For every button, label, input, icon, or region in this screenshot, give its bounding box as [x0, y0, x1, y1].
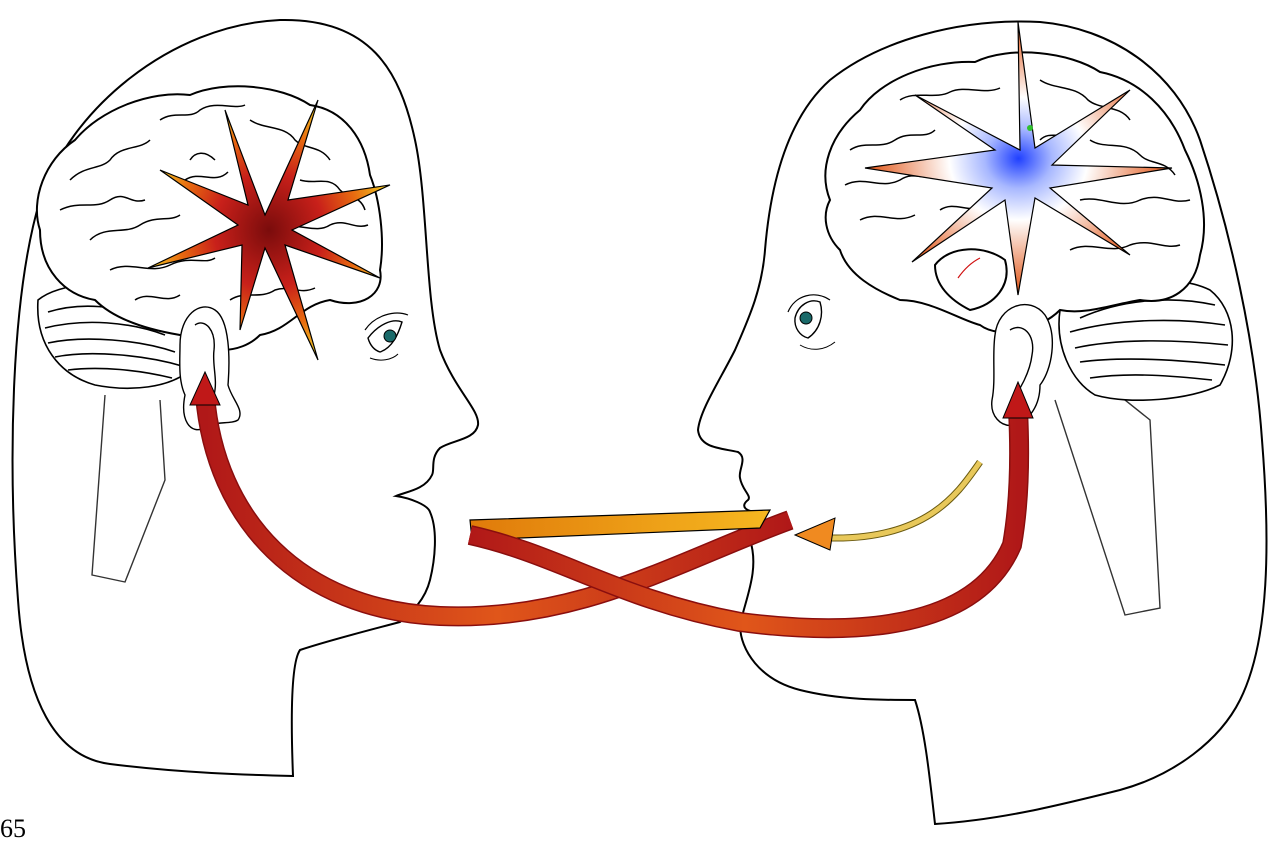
page-number: 65 — [0, 814, 26, 844]
